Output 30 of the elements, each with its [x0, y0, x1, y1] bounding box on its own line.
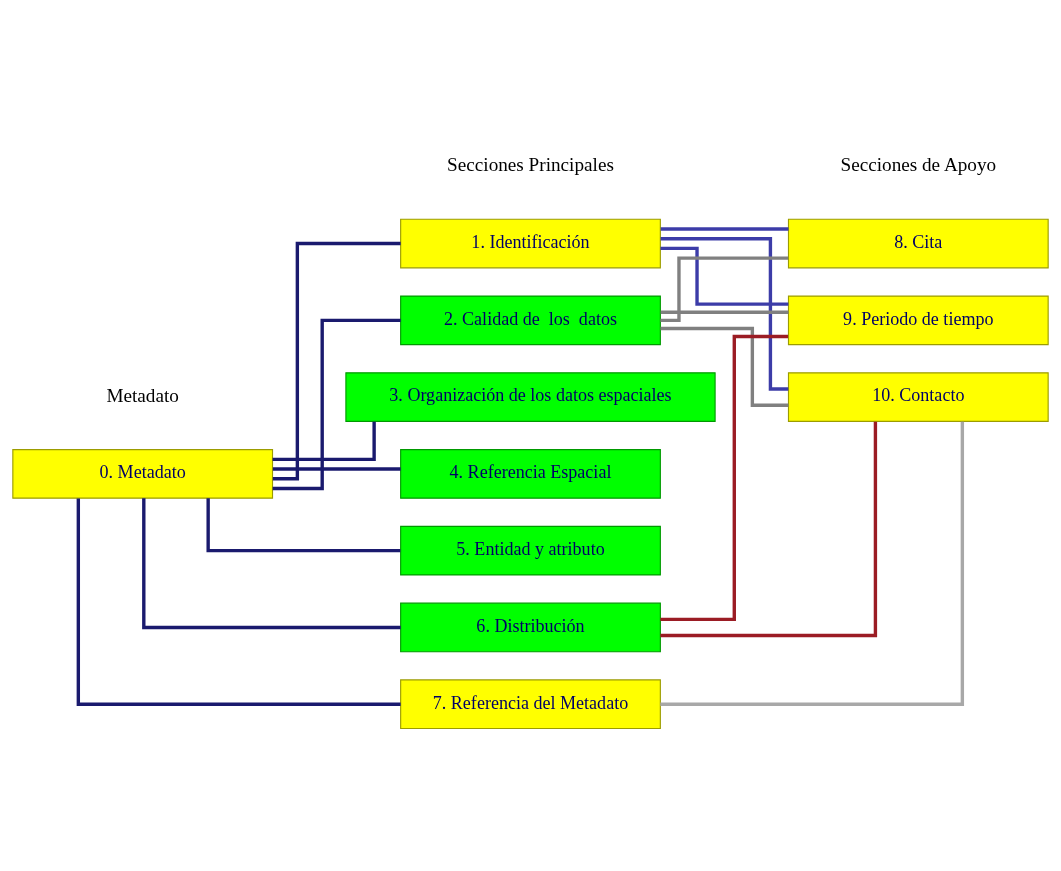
connector: [660, 246, 789, 306]
connector: [206, 498, 401, 553]
connector: [272, 467, 401, 471]
connector: [272, 318, 401, 491]
connector: [272, 421, 376, 461]
connector: [76, 498, 401, 706]
node-box: 10. Contacto: [787, 372, 1049, 422]
connector: [272, 241, 401, 481]
connector: [660, 256, 789, 323]
connector: [660, 326, 789, 407]
connector: [660, 334, 788, 622]
node-box: 5. Entidad y atributo: [400, 525, 661, 576]
label: Secciones Principales: [447, 154, 614, 176]
node-box: 2. Calidad de los datos: [400, 295, 661, 346]
node-box: 1. Identificación: [400, 218, 661, 269]
node-box: 9. Periodo de tiempo: [787, 295, 1049, 346]
connector: [660, 310, 789, 314]
connector: [660, 237, 789, 391]
node-box: 0. Metadato: [12, 449, 274, 499]
label: Secciones de Apoyo: [840, 154, 997, 176]
node-box: 8. Cita: [787, 218, 1049, 269]
connector: [660, 421, 878, 638]
node-box: 6. Distribución: [400, 602, 661, 653]
connector: [660, 227, 789, 231]
connector: [660, 421, 965, 706]
connector: [142, 498, 401, 630]
node-box: 7. Referencia del Metadato: [400, 679, 661, 730]
label: Metadato: [106, 384, 179, 406]
node-box: 3. Organización de los datos espaciales: [345, 372, 716, 422]
node-box: 4. Referencia Espacial: [400, 449, 661, 499]
